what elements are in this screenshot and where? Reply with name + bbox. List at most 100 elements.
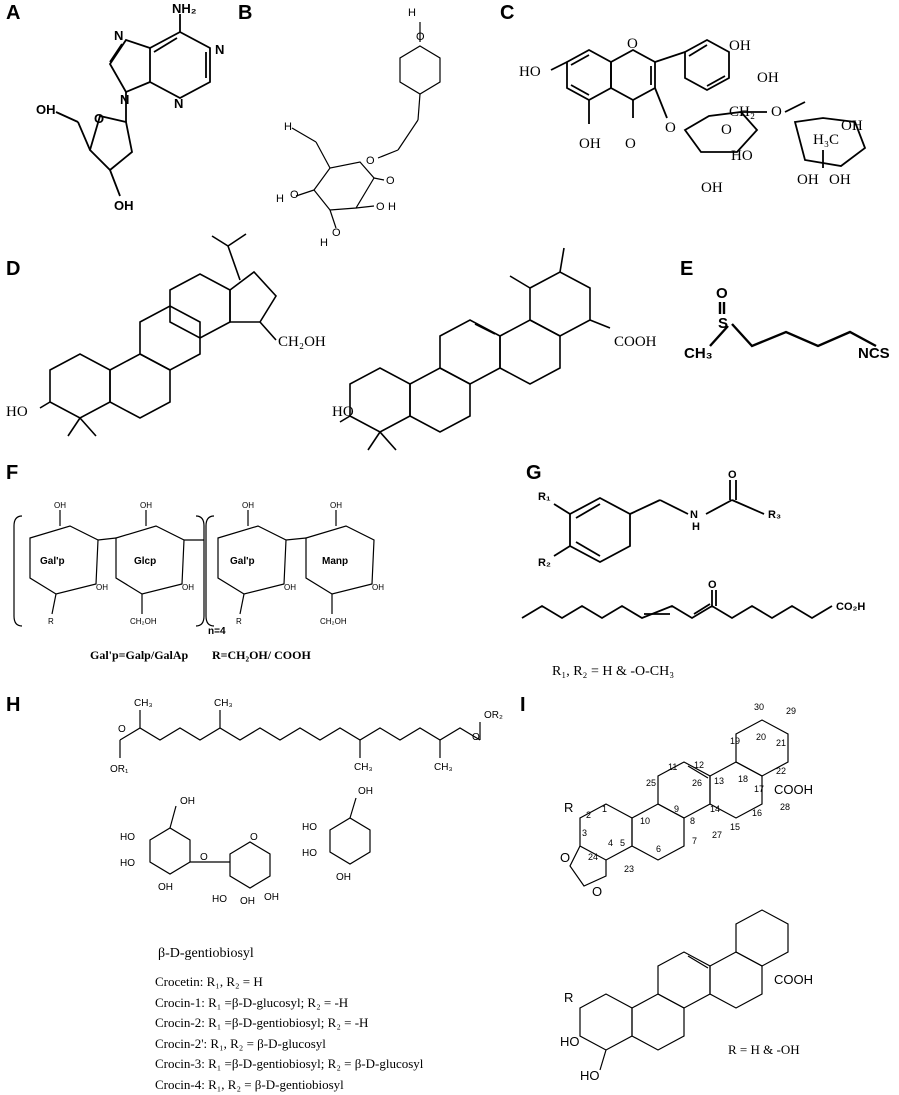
atom-label: CH₃ [434,762,453,773]
carbon-number: 3 [582,828,587,838]
atom-label: OH [729,38,751,54]
carbon-number: 1 [602,804,607,814]
carbon-number: 26 [692,778,702,788]
carbon-number: 18 [738,774,748,784]
crocin-list-item: Crocin-2: R₁ =β-D-gentiobiosyl; R₂ = -H [155,1013,423,1034]
carbon-number: 28 [780,802,790,812]
carbon-number: 12 [694,760,704,770]
carbon-number: 30 [754,702,764,712]
carbon-number: 14 [710,804,720,814]
crocin-list-item: Crocin-2': R₁, R₂ = β-D-glucosyl [155,1034,423,1055]
atom-label: N [114,28,123,43]
atom-label: HO [302,822,317,833]
atom-label: N [174,96,183,111]
atom-label: HO [332,404,354,420]
atom-label: O [118,724,126,735]
atom-label: OR₂ [484,710,503,721]
structure-d: CH₂OH HO COOH HO [0,240,680,470]
atom-label: O [472,732,480,743]
carbon-number: 27 [712,830,722,840]
atom-label: O [416,31,425,43]
atom-label: O [665,120,676,136]
atom-label: O [625,136,636,152]
atom-label: HO [580,1068,600,1083]
atom-label: CH₂ [729,104,755,120]
carbon-number: 15 [730,822,740,832]
sugar-unit-label: Manp [322,556,348,567]
atom-label: OH [158,882,173,893]
crocin-list-item: Crocetin: R₁, R₂ = H [155,972,423,993]
structure-h: CH₃ CH₃ CH₃ CH₃ OR₂ OR₁ O O OH HO HO OH … [100,690,520,940]
atom-label: CH₂OH [320,617,347,626]
atom-label: R [236,617,242,626]
atom-label: OH [54,501,66,510]
atom-label: H [408,7,416,19]
panel-letter-a: A [6,2,20,25]
atom-label: OH [180,796,195,807]
atom-label: OH [114,198,134,213]
atom-label: CH₃ [134,698,153,709]
crocin-list-item: Crocin-4: R₁, R₂ = β-D-gentiobiosyl [155,1075,423,1095]
atom-label: N [120,92,129,107]
atom-label: HO [302,848,317,859]
carbon-number: 16 [752,808,762,818]
atom-label: CH₃ [684,345,713,362]
atom-label: R₁ [538,491,551,503]
structure-a: NH₂ N N N N OH O OH [30,0,240,230]
atom-label: N [215,42,224,57]
atom-label: H [284,121,292,133]
carbon-number: 10 [640,816,650,826]
atom-label: O [721,122,732,138]
atom-label: OH [264,892,279,903]
carbon-number: 23 [624,864,634,874]
atom-label: OH [829,172,851,188]
carbon-number: 29 [786,706,796,716]
atom-label: O [200,852,208,863]
atom-label: COOH [774,972,813,987]
atom-label: O [627,36,638,52]
atom-label: OH [182,583,194,592]
atom-label: N [690,509,698,521]
atom-label: H [388,201,396,213]
atom-label: R [564,990,573,1005]
atom-label: OH [701,180,723,196]
crocin-list-item: Crocin-3: R₁ =β-D-gentiobiosyl; R₂ = β-D… [155,1054,423,1075]
atom-label: OH [36,102,56,117]
structure-f: Gal'p Glcp Gal'p Manp n=4 OH OH R OH OH … [0,486,460,656]
atom-label: HO [519,64,541,80]
atom-label: H [692,521,700,533]
atom-label: O [560,850,570,865]
atom-label: CH₂OH [278,334,326,350]
atom-label: OH [757,70,779,86]
atom-label: O [250,832,258,843]
atom-label: CH₂OH [130,617,157,626]
atom-label: OH [336,872,351,883]
atom-label: CH₃ [214,698,233,709]
carbon-number: 2 [586,810,591,820]
atom-label: OH [242,501,254,510]
atom-label: OH [797,172,819,188]
atom-label: O [728,469,737,481]
sugar-unit-label: Glcp [134,556,156,567]
atom-label: HO [560,1034,580,1049]
atom-label: O [366,155,375,167]
atom-label: O [716,285,728,302]
atom-label: OH [284,583,296,592]
atom-label: COOH [774,782,813,797]
panel-letter-i: I [520,694,526,717]
atom-label: OH [358,786,373,797]
atom-label: OH [96,583,108,592]
carbon-number: 8 [690,816,695,826]
atom-label: OH [372,583,384,592]
atom-label: CH₃ [354,762,373,773]
carbon-number: 25 [646,778,656,788]
atom-label: O [94,111,104,126]
carbon-number: 24 [588,852,598,862]
carbon-number: 6 [656,844,661,854]
structure-g: R₁ R₂ N H O R₃ O CO₂H [520,470,899,650]
atom-label: OH [579,136,601,152]
structure-b: H O H O O O H O H O H [270,0,490,250]
atom-label: S [718,315,728,332]
atom-label: O [708,579,717,591]
atom-label: R₃ [768,509,781,521]
